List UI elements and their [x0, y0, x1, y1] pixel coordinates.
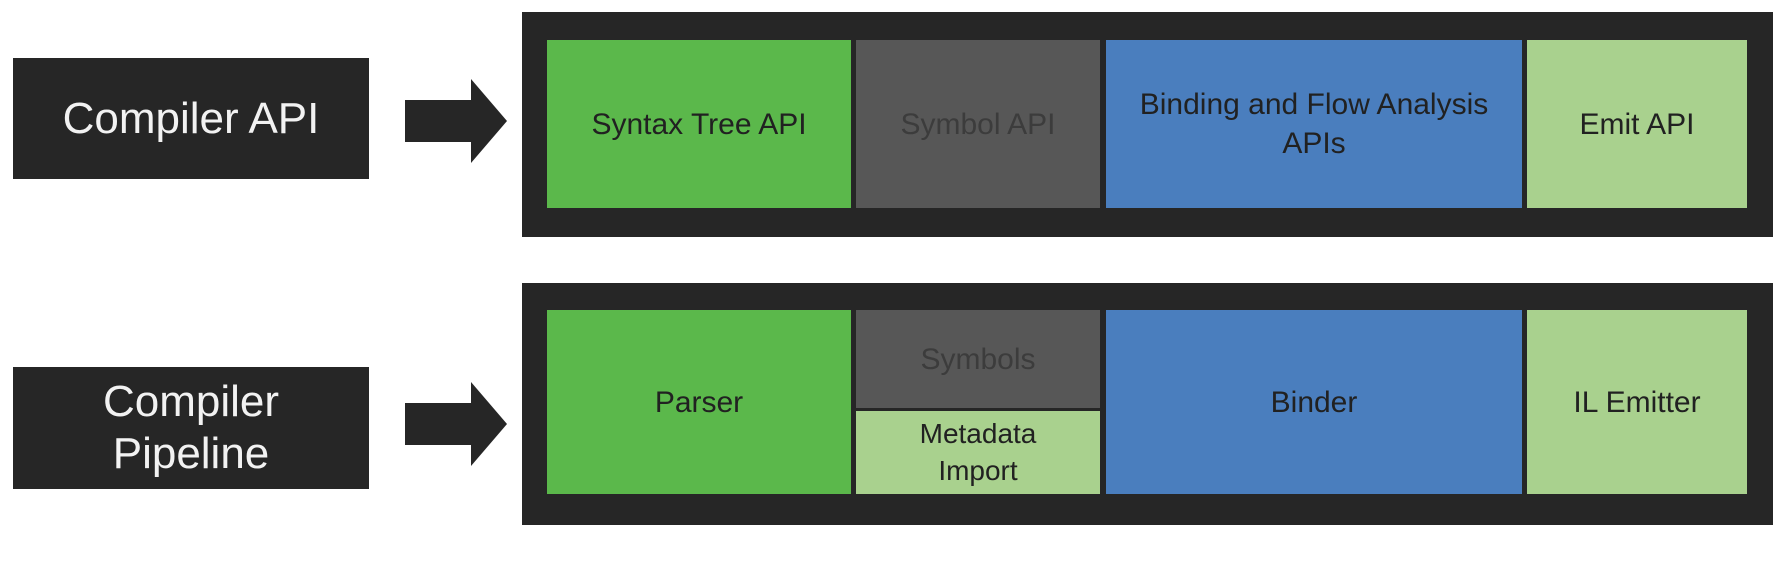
compiler-api-label: Compiler API: [62, 93, 320, 143]
segment-label: Metadata Import: [919, 418, 1037, 486]
compiler-api-label-box: Compiler API: [13, 58, 369, 179]
segment-parser: Parser: [547, 310, 851, 494]
segment-label: Binder: [1270, 385, 1358, 419]
segment-symbols: Symbols: [856, 310, 1100, 408]
segment-label: IL Emitter: [1573, 385, 1701, 419]
right-arrow-icon: [405, 382, 507, 466]
segment-metadata-import: Metadata Import: [856, 411, 1100, 494]
segment-label: Binding and Flow Analysis APIs: [1139, 88, 1489, 160]
compiler-pipeline-label: Compiler Pipeline: [102, 377, 280, 478]
segment-binding-flow-analysis-apis: Binding and Flow Analysis APIs: [1106, 40, 1522, 208]
arrow-shaft: [405, 403, 471, 445]
arrow-shaft: [405, 100, 471, 142]
segment-il-emitter: IL Emitter: [1527, 310, 1747, 494]
segment-syntax-tree-api: Syntax Tree API: [547, 40, 851, 208]
right-arrow-icon: [405, 79, 507, 163]
segment-label: Syntax Tree API: [591, 107, 807, 141]
segment-label: Symbol API: [900, 107, 1056, 141]
segment-label: Parser: [654, 385, 744, 419]
segment-binder: Binder: [1106, 310, 1522, 494]
arrow-head: [471, 382, 507, 466]
compiler-pipeline-label-box: Compiler Pipeline: [13, 367, 369, 489]
segment-label: Symbols: [920, 342, 1036, 376]
segment-emit-api: Emit API: [1527, 40, 1747, 208]
segment-symbol-api: Symbol API: [856, 40, 1100, 208]
segment-label: Emit API: [1579, 107, 1695, 141]
arrow-head: [471, 79, 507, 163]
